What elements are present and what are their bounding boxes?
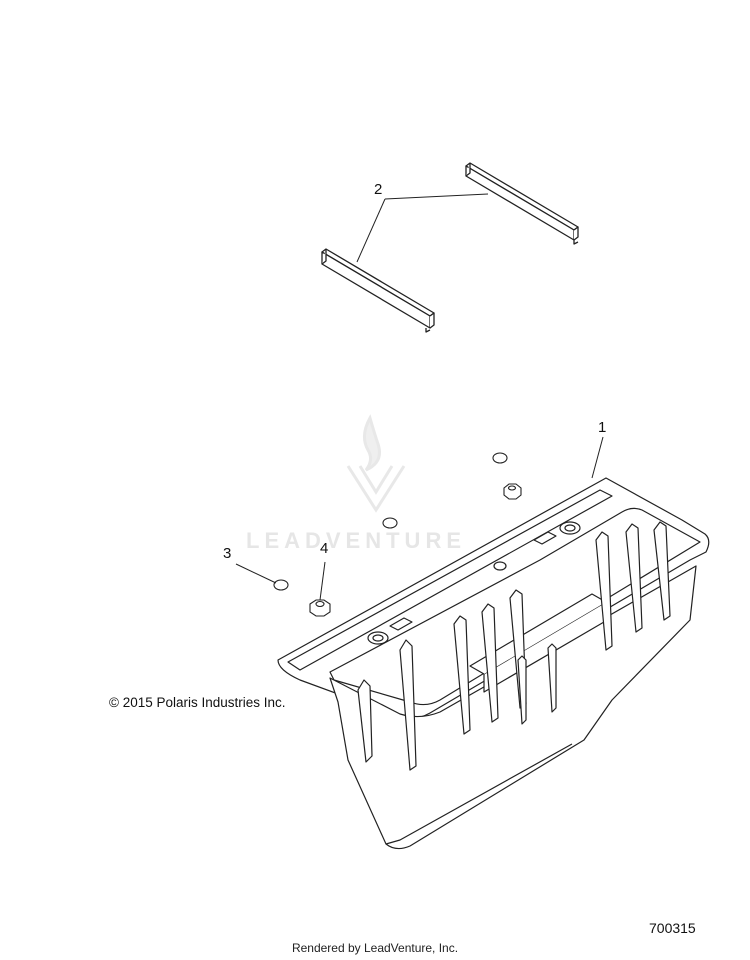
nut-icon: [309, 483, 522, 617]
watermark-logo-icon: [346, 414, 406, 513]
rail-bracket-upper: [465, 162, 579, 245]
watermark-text: LEADVENTURE: [246, 528, 467, 553]
callout-2: 2: [374, 181, 383, 198]
rail-bracket-lower: [321, 248, 435, 333]
rendered-by-footer: Rendered by LeadVenture, Inc.: [291, 941, 459, 955]
callout-3: 3: [223, 545, 232, 562]
callout-2-leaders: [356, 193, 489, 263]
callout-4: 4: [320, 540, 329, 557]
plug-cap-icon: [273, 452, 508, 591]
storage-bin: [277, 477, 710, 850]
drawing-number: 700315: [649, 920, 696, 936]
copyright-notice: © 2015 Polaris Industries Inc.: [109, 695, 286, 710]
callout-leaders: [235, 436, 604, 601]
callout-1: 1: [598, 419, 607, 436]
